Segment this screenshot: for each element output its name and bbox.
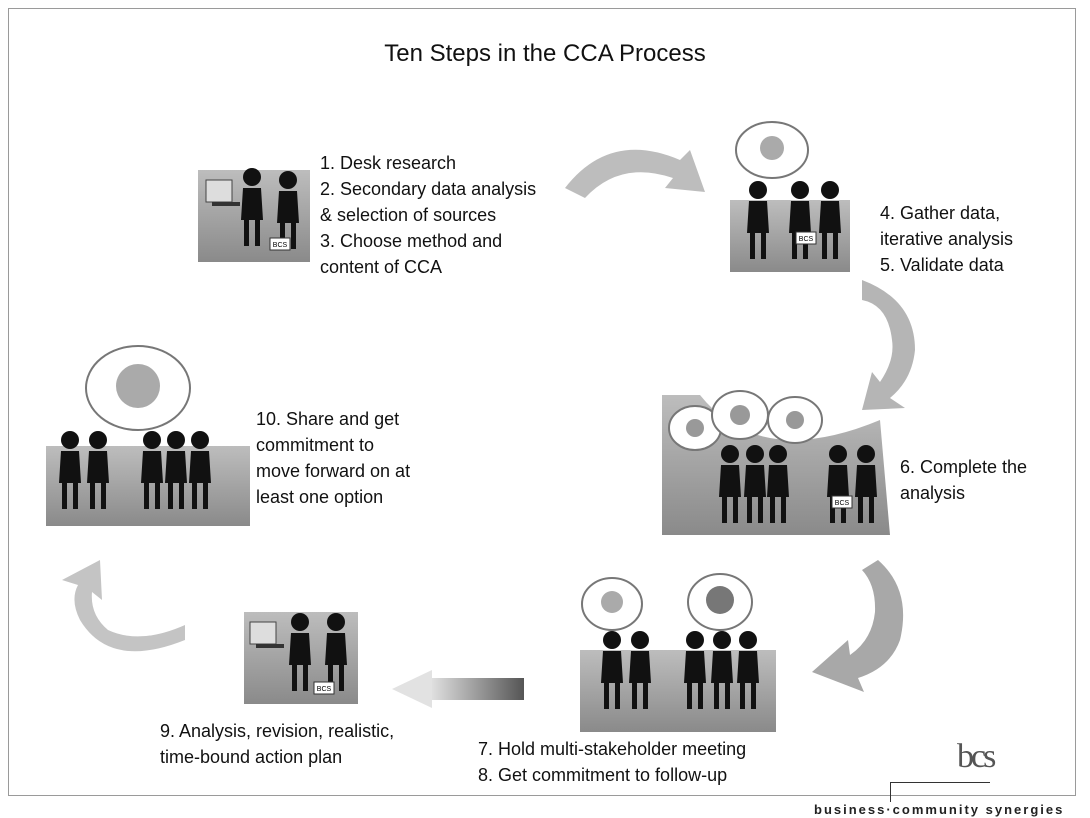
diagram-frame [8, 8, 1076, 796]
logo-divider-vertical [890, 782, 891, 802]
step-line: content of CCA [320, 257, 443, 277]
diagram-title: Ten Steps in the CCA Process [384, 40, 706, 67]
text-step-10: 10. Share and get commitment to move for… [256, 406, 410, 510]
step-line: 5. Validate data [880, 255, 1004, 275]
bcs-logo-text: business·community synergies [814, 802, 1065, 817]
step-line: 1. Desk research [320, 153, 457, 173]
step-line: 7. Hold multi-stakeholder meeting [478, 739, 747, 759]
step-line: analysis [900, 483, 966, 503]
bcs-badge: BCS [799, 236, 814, 243]
step-line: move forward on at [256, 461, 411, 481]
panel-share-commitment [46, 345, 250, 526]
arrow-left [62, 560, 185, 652]
step-line: commitment to [256, 435, 375, 455]
step-line: time-bound action plan [160, 747, 343, 767]
text-steps-7-8: 7. Hold multi-stakeholder meeting 8. Get… [478, 736, 746, 788]
bcs-badge: BCS [273, 242, 288, 249]
text-steps-1-3: 1. Desk research 2. Secondary data analy… [320, 150, 536, 280]
step-line: 9. Analysis, revision, realistic, [160, 721, 395, 741]
text-step-6: 6. Complete the analysis [900, 454, 1027, 506]
step-line: 10. Share and get [256, 409, 400, 429]
step-line: iterative analysis [880, 229, 1014, 249]
step-line: least one option [256, 487, 384, 507]
step-line: 2. Secondary data analysis [320, 179, 537, 199]
arrow-right-upper [862, 280, 915, 410]
panel-stakeholder-meeting [580, 573, 776, 732]
panel-gather-data [730, 121, 850, 272]
panel-complete-analysis [662, 390, 890, 535]
text-steps-4-5: 4. Gather data, iterative analysis 5. Va… [880, 200, 1013, 278]
step-line: 8. Get commitment to follow-up [478, 765, 728, 785]
bcs-badge: BCS [835, 500, 850, 507]
arrow-bottom [392, 670, 524, 708]
panel-desk-research [198, 168, 310, 262]
arrow-top [565, 149, 705, 198]
step-line: 6. Complete the [900, 457, 1028, 477]
text-step-9: 9. Analysis, revision, realistic, time-b… [160, 718, 394, 770]
bcs-badge: BCS [317, 686, 332, 693]
step-line: 3. Choose method and [320, 231, 503, 251]
arrow-right-lower [812, 560, 904, 692]
bcs-logo-mark: bcs [957, 738, 996, 775]
step-line: & selection of sources [320, 205, 497, 225]
logo-divider-horizontal [890, 782, 990, 783]
step-line: 4. Gather data, [880, 203, 1001, 223]
panel-action-plan [244, 612, 358, 704]
